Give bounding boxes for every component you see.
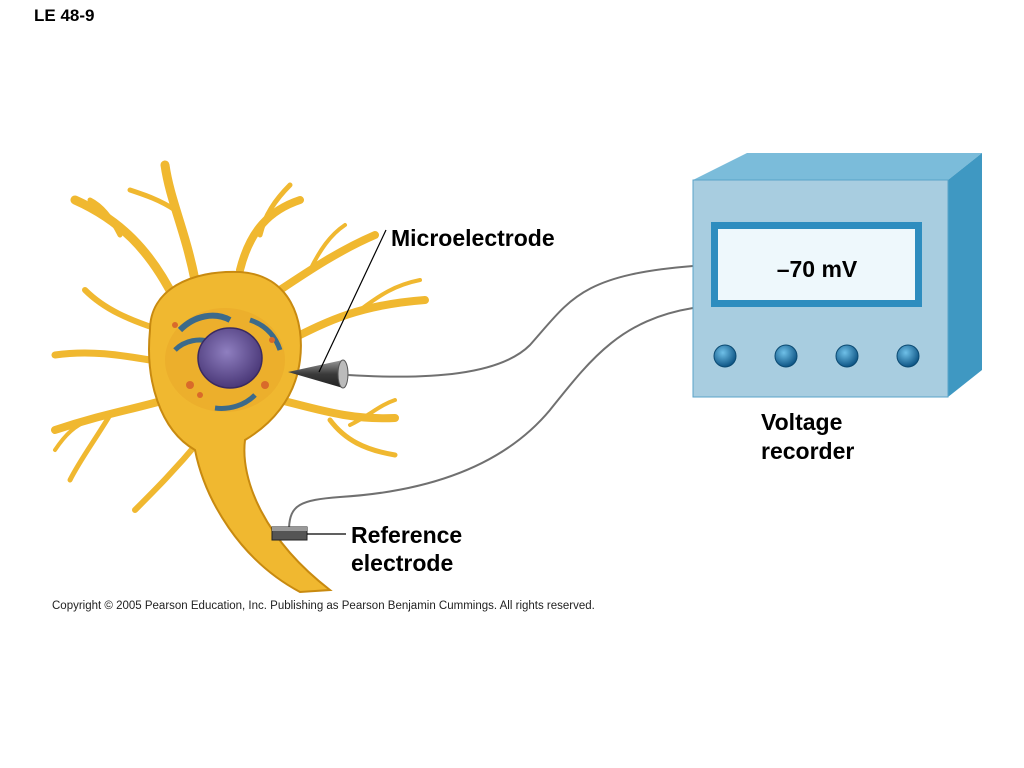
reference-electrode-label: Reference electrode	[351, 521, 462, 577]
voltage-label-line-1: Voltage	[761, 409, 843, 435]
knob-3[interactable]	[835, 344, 859, 368]
microelectrode-leader-line	[318, 229, 387, 373]
voltage-recorder-label: Voltage recorder	[761, 408, 854, 466]
recorder-screen	[718, 229, 915, 300]
voltage-readout: –70 mV	[776, 256, 858, 282]
knob-4[interactable]	[896, 344, 920, 368]
neuron	[51, 160, 429, 594]
recorder-knobs	[713, 344, 920, 368]
nucleus	[197, 327, 263, 389]
knob-1[interactable]	[713, 344, 737, 368]
slide-label: LE 48-9	[34, 6, 95, 25]
knob-2[interactable]	[774, 344, 798, 368]
voltage-label-line-2: recorder	[761, 438, 855, 464]
dendrites	[51, 160, 429, 513]
reference-label-line-2: electrode	[351, 550, 454, 576]
reference-electrode	[271, 526, 308, 541]
reference-wire	[288, 307, 694, 529]
microelectrode-label: Microelectrode	[391, 225, 555, 251]
microelectrode	[288, 359, 349, 389]
reference-label-line-1: Reference	[351, 522, 463, 548]
microelectrode-wire	[347, 265, 694, 378]
voltage-recorder	[692, 153, 982, 398]
copyright-notice: Copyright © 2005 Pearson Education, Inc.…	[52, 600, 595, 612]
recorder-top	[693, 153, 982, 180]
recorder-side	[948, 153, 982, 397]
